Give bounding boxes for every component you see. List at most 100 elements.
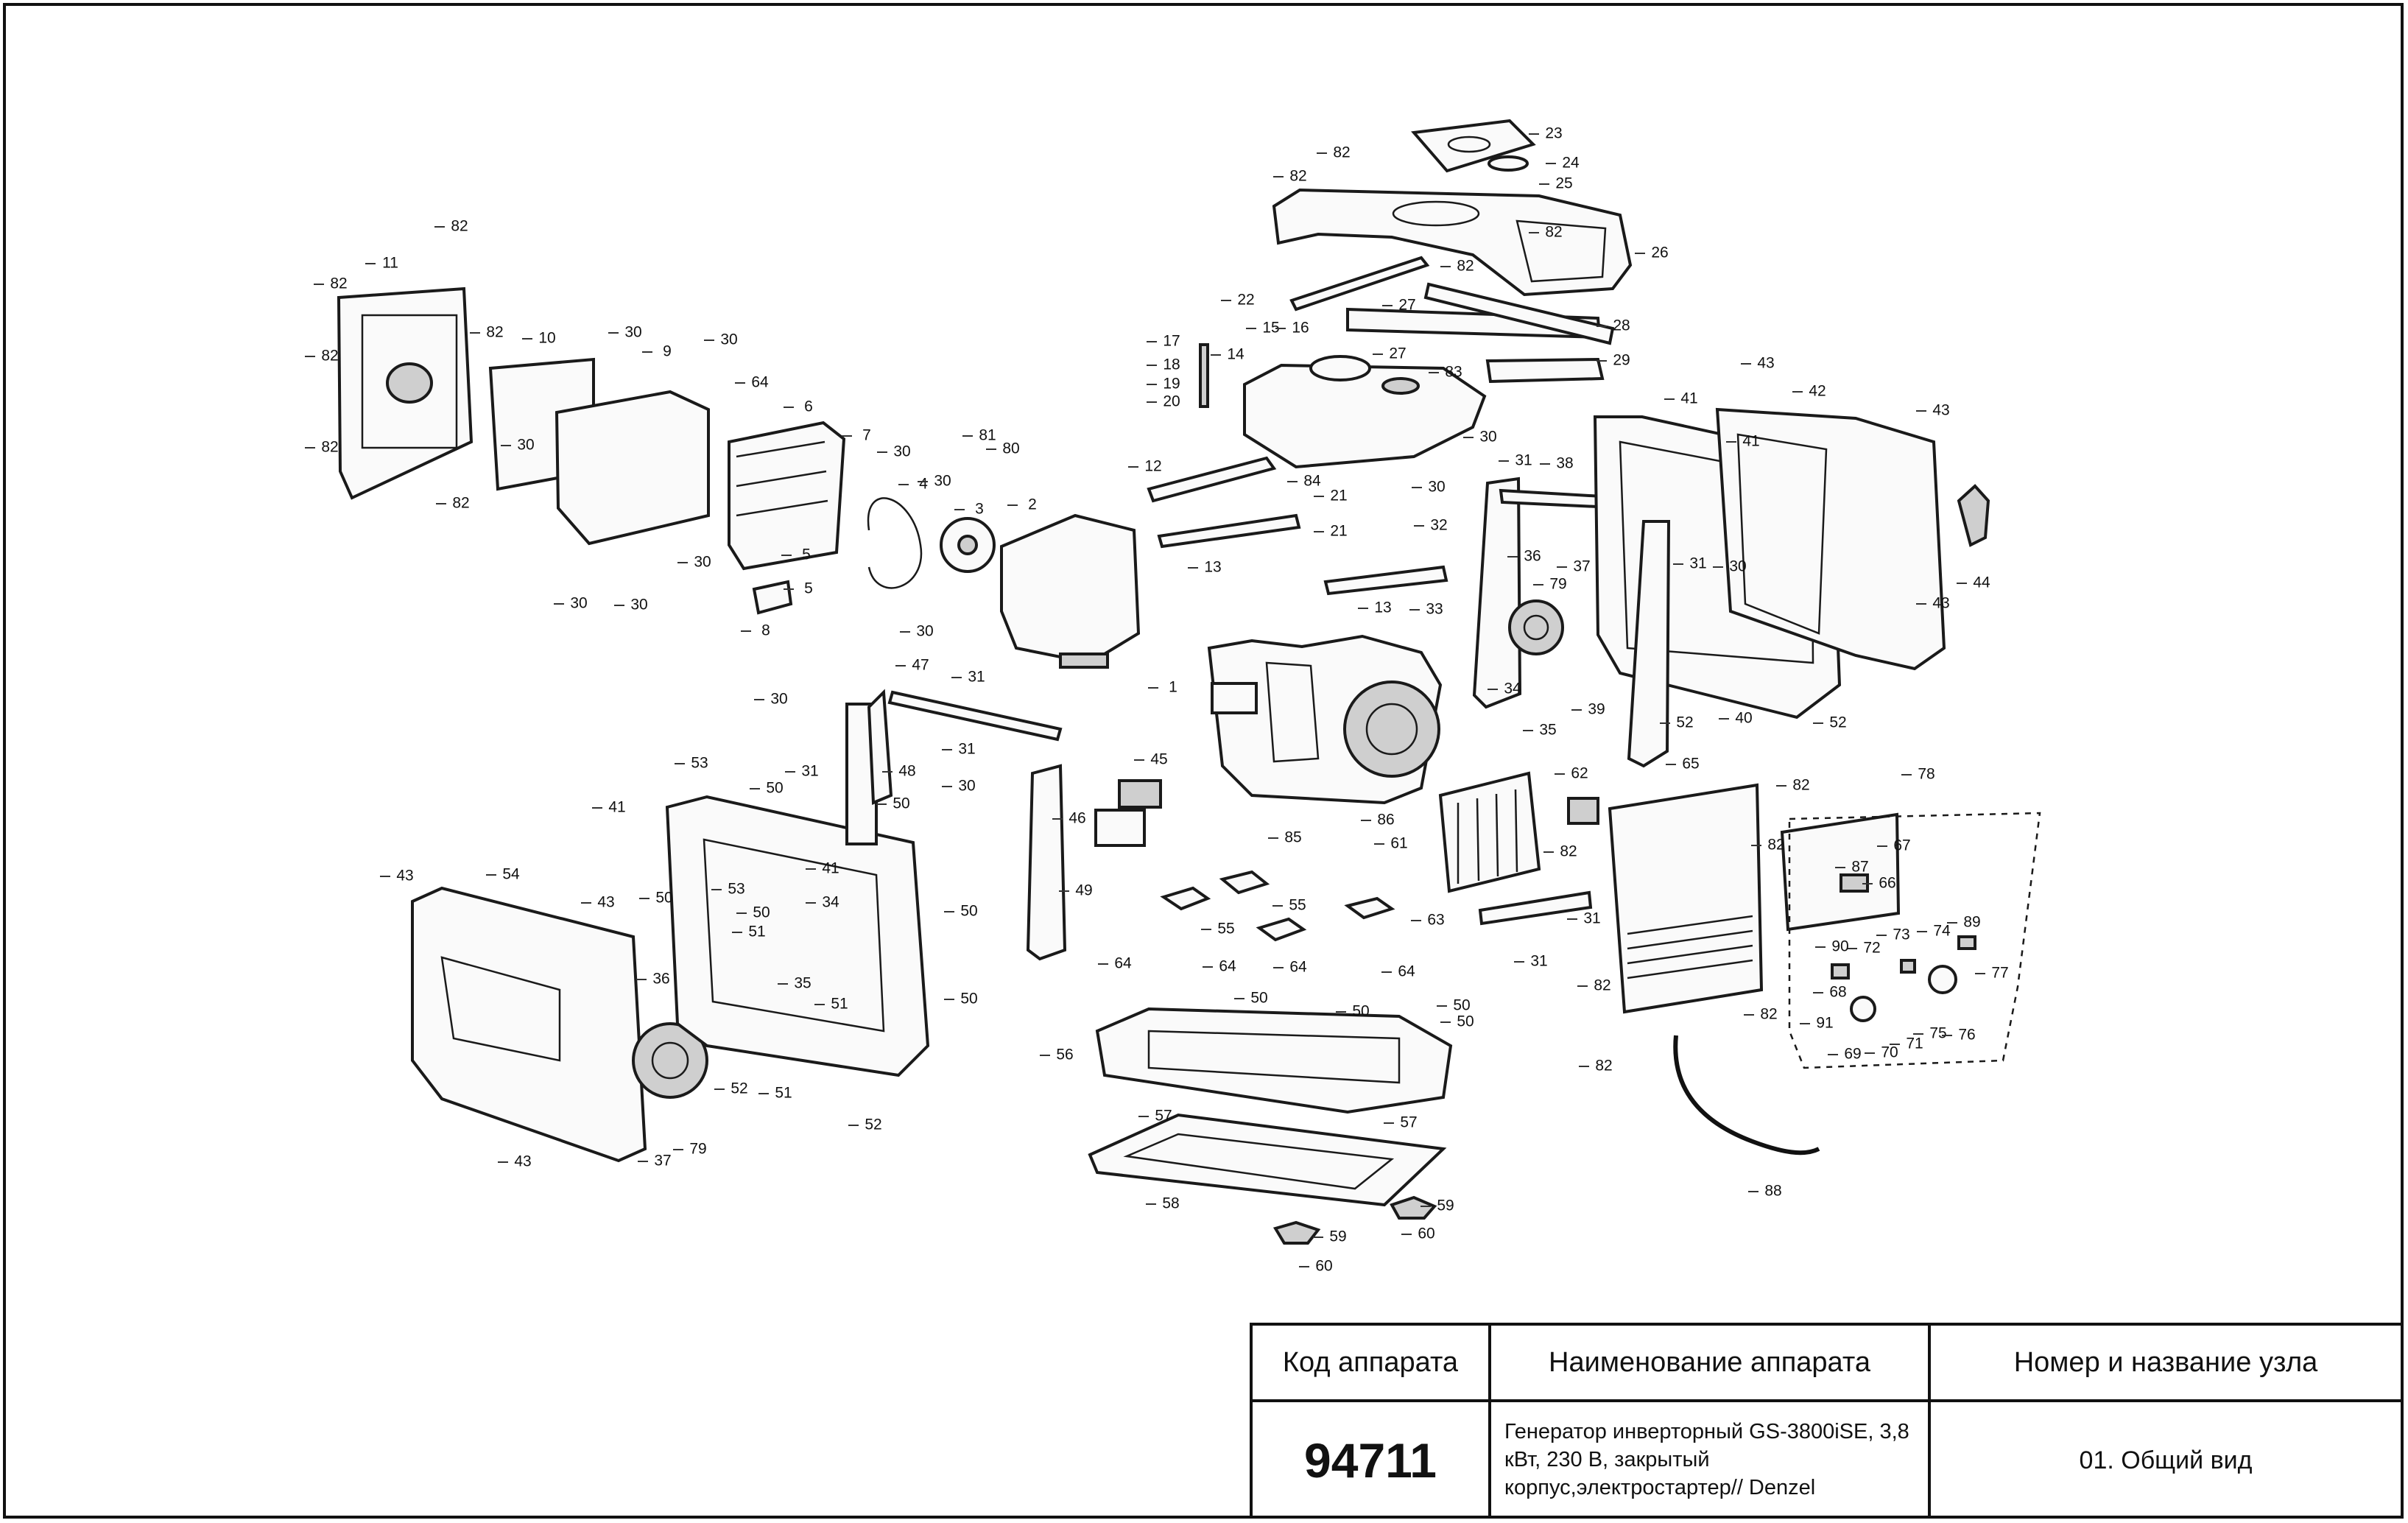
- callout-label: 91: [1816, 1015, 1833, 1032]
- callout-label: 64: [1114, 955, 1132, 972]
- callout-label: 49: [1075, 882, 1092, 899]
- callout-label: 30: [570, 595, 587, 612]
- callout-label: 76: [1958, 1027, 1975, 1044]
- callout-label: 60: [1418, 1225, 1434, 1242]
- callout-label: 73: [1893, 926, 1909, 943]
- callout-label: 50: [753, 904, 770, 921]
- callout-label: 77: [1991, 965, 2008, 982]
- callout-label: 30: [694, 554, 711, 571]
- callout-label: 64: [751, 374, 769, 391]
- inverter-and-panel: [1438, 771, 2041, 1069]
- callout-label: 57: [1400, 1114, 1417, 1131]
- callout-label: 31: [1515, 452, 1532, 469]
- left-side-cover: [411, 689, 930, 1163]
- bracket: [1026, 764, 1162, 961]
- fuel-tank: [1199, 343, 1487, 469]
- callout-label: 12: [1144, 458, 1161, 475]
- callout-label: 50: [960, 991, 977, 1007]
- callout-label: 40: [1735, 710, 1752, 727]
- callout-label: 30: [893, 443, 910, 460]
- callout-label: 90: [1831, 938, 1848, 955]
- callout-label: 50: [1250, 990, 1267, 1007]
- callout-label: 35: [1539, 722, 1556, 739]
- callout-label: 78: [1918, 766, 1935, 783]
- callout-label: 30: [934, 473, 951, 490]
- callout-label: 50: [1352, 1003, 1369, 1020]
- callout-label: 19: [1163, 376, 1180, 393]
- drawing-frame: [3, 3, 2404, 1519]
- callout-label: 11: [382, 255, 398, 272]
- callout-label: 79: [1549, 576, 1566, 593]
- callout-label: 55: [1289, 897, 1306, 914]
- callout-label: 82: [1594, 977, 1610, 994]
- callout-label: 10: [538, 330, 555, 347]
- callout-label: 82: [1760, 1006, 1777, 1023]
- callout-label: 75: [1929, 1025, 1946, 1042]
- handle-bars: [1289, 256, 1615, 384]
- callout-label: 63: [1427, 912, 1444, 929]
- callout-label: 41: [608, 799, 625, 816]
- callout-label: 82: [1333, 144, 1350, 161]
- callout-label: 31: [1583, 910, 1600, 927]
- callout-label: 30: [1428, 479, 1445, 496]
- callout-label: 31: [1689, 555, 1706, 572]
- callout-label: 59: [1437, 1197, 1454, 1214]
- callout-label: 14: [1227, 346, 1245, 363]
- callout-label: 16: [1292, 320, 1309, 337]
- callout-label: 89: [1963, 914, 1980, 931]
- callout-label: 72: [1863, 940, 1880, 957]
- callout-label: 82: [1289, 168, 1306, 185]
- callout-label: 42: [1809, 383, 1826, 400]
- callout-label: 30: [720, 331, 737, 348]
- air-filter-group: [337, 286, 1141, 669]
- callout-label: 74: [1933, 923, 1951, 940]
- callout-label: 65: [1682, 756, 1699, 773]
- exploded-view-diagram: 1234556789101112131314151617181920212122…: [305, 119, 2041, 1275]
- callout-label: 39: [1588, 701, 1605, 718]
- callout-label: 31: [968, 669, 985, 686]
- callout-label: 38: [1556, 455, 1573, 472]
- callout-label: 55: [1217, 921, 1234, 938]
- callout-label: 57: [1155, 1108, 1172, 1125]
- callout-label: 9: [663, 343, 672, 360]
- callout-label: 36: [1524, 548, 1541, 565]
- callout-label: 87: [1851, 859, 1868, 876]
- callout-label: 82: [321, 439, 338, 456]
- callout-label: 5: [802, 546, 811, 563]
- callout-label: 25: [1555, 175, 1572, 192]
- callout-label: 60: [1315, 1258, 1332, 1275]
- callout-label: 30: [1479, 429, 1496, 446]
- callout-label: 37: [1573, 558, 1590, 575]
- callout-label: 88: [1764, 1183, 1781, 1200]
- callout-label: 64: [1398, 963, 1415, 980]
- callout-label: 82: [1560, 843, 1577, 860]
- callout-label: 34: [822, 894, 839, 911]
- callout-label: 21: [1330, 523, 1347, 540]
- callout-label: 41: [1680, 390, 1697, 407]
- callout-label: 86: [1377, 812, 1394, 829]
- callout-label: 61: [1390, 835, 1407, 852]
- callout-label: 8: [761, 622, 770, 639]
- callout-label: 48: [898, 763, 915, 780]
- callout-label: 30: [916, 623, 933, 640]
- callout-label: 17: [1163, 333, 1180, 350]
- callout-label: 7: [862, 427, 871, 444]
- callout-label: 52: [731, 1080, 747, 1097]
- callout-label: 56: [1056, 1047, 1073, 1063]
- callout-label: 26: [1651, 245, 1668, 261]
- apparatus-code: 94711: [1253, 1402, 1491, 1519]
- callout-label: 43: [514, 1153, 531, 1170]
- top-cover-assembly: [1272, 119, 1633, 297]
- callout-label: 27: [1389, 345, 1406, 362]
- callout-label: 82: [321, 348, 338, 365]
- callout-label: 69: [1844, 1046, 1861, 1063]
- callout-label: 52: [1829, 714, 1846, 731]
- callout-label: 82: [1545, 224, 1562, 241]
- callout-label: 21: [1330, 488, 1347, 504]
- callout-label: 50: [893, 795, 909, 812]
- callout-label: 54: [502, 866, 520, 883]
- callout-label: 23: [1545, 125, 1562, 142]
- callout-label: 24: [1562, 155, 1580, 172]
- callout-label: 31: [1530, 953, 1547, 970]
- callout-label: 50: [655, 890, 672, 907]
